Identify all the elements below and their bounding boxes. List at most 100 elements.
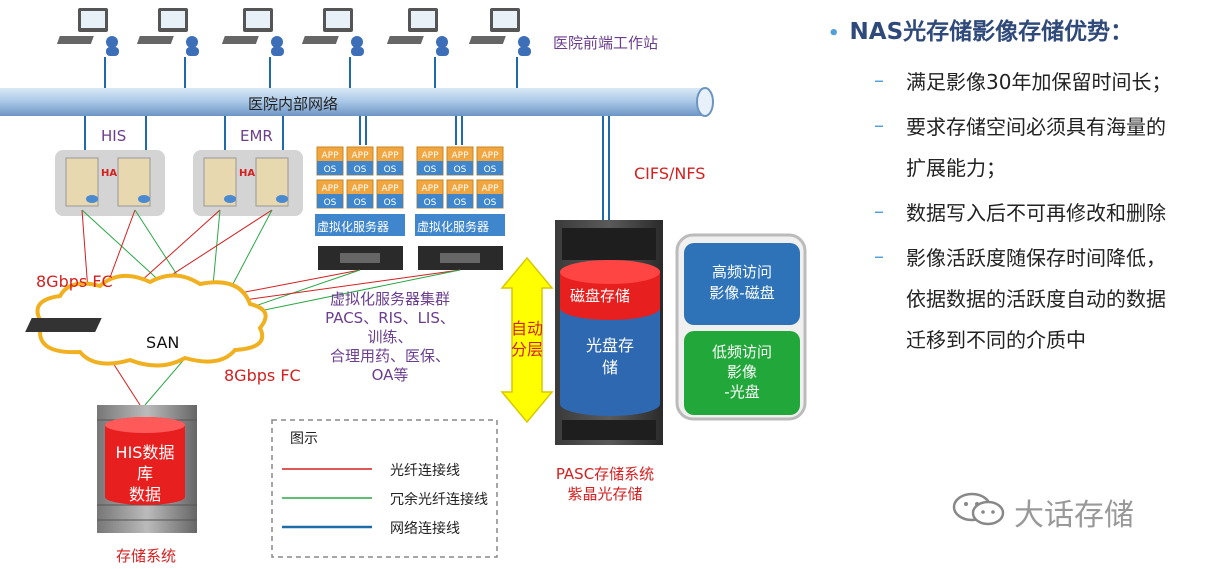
app-os-tile: APP OS	[376, 179, 404, 209]
app-os-tile: APP OS	[346, 179, 374, 209]
legend-redundant-fiber-label: 冗余光纤连接线	[390, 492, 488, 508]
optical-storage-text: 光盘存 储	[565, 335, 655, 379]
auto-tier-arrow	[500, 256, 554, 424]
virtualization-servers	[315, 214, 505, 270]
os-label: OS	[424, 165, 437, 175]
emr-label: EMR	[240, 127, 273, 145]
wechat-icon	[950, 492, 1010, 526]
app-label: APP	[481, 184, 499, 194]
his-ha-label: HA	[101, 168, 118, 179]
app-os-tile: APP OS	[476, 179, 504, 209]
low-freq-line: 低频访问	[711, 343, 772, 361]
advantage-item-4-line-3: 迁移到不同的介质中	[906, 328, 1086, 352]
virt-cluster-line: 合理用药、医保、	[329, 347, 450, 365]
optical-storage-line: 光盘存	[585, 336, 634, 355]
watermark-text: 大话存储	[1014, 498, 1134, 533]
tier-panel	[675, 233, 807, 421]
fc-label-2: 8Gbps FC	[224, 366, 301, 385]
os-label: OS	[354, 198, 367, 208]
os-label: OS	[454, 198, 467, 208]
virt-cluster-line: 训练、	[367, 328, 413, 346]
app-label: APP	[421, 151, 439, 161]
os-label: OS	[454, 165, 467, 175]
advantages-title-text: NAS光存储影像存储优势：	[849, 19, 1134, 45]
os-label: OS	[324, 165, 337, 175]
storage-system-label: 存储系统	[116, 547, 177, 565]
workstation-icon	[136, 8, 199, 56]
workstation-icon	[221, 8, 284, 56]
low-freq-line: 影像	[726, 363, 757, 381]
bullet-dot-icon: •	[828, 23, 840, 44]
app-os-tile: APP OS	[446, 179, 474, 209]
emr-server-group	[193, 150, 303, 216]
legend-fiber-label: 光纤连接线	[390, 463, 460, 479]
app-label: APP	[321, 151, 339, 161]
workstation-icon	[468, 8, 531, 56]
os-label: OS	[324, 198, 337, 208]
server-network-lines	[84, 116, 610, 222]
pasc-text: PASC存储系统 紫晶光存储	[540, 464, 670, 504]
his-db-line: 数据	[128, 485, 161, 504]
app-os-tile: APP OS	[416, 179, 444, 209]
hospital-network-pipe	[0, 87, 714, 117]
os-label: OS	[384, 198, 397, 208]
his-server-group	[55, 150, 165, 216]
legend-title: 图示	[290, 431, 318, 447]
advantage-item-1: 满足影像30年加保留时间长；	[906, 70, 1172, 94]
his-storage-rack	[97, 405, 197, 533]
san-label: SAN	[146, 333, 180, 352]
advantage-item-2-line-1: 要求存储空间必须具有海量的	[906, 115, 1166, 139]
advantages-title: • NAS光存储影像存储优势：	[828, 12, 1133, 46]
os-label: OS	[424, 198, 437, 208]
app-label: APP	[451, 151, 469, 161]
san-cloud	[25, 273, 268, 368]
workstations-label: 医院前端工作站	[553, 34, 659, 52]
os-label: OS	[484, 165, 497, 175]
fc-label-1: 8Gbps FC	[36, 272, 113, 291]
architecture-diagram: APP OS APP OS APP OS APP OS APP OS APP OS APP OS APP OS…	[0, 8, 807, 558]
cifs-nfs-label: CIFS/NFS	[634, 164, 706, 183]
his-db-line: HIS数据	[115, 443, 175, 462]
app-label: APP	[381, 184, 399, 194]
virt-cluster-line: 虚拟化服务器集群	[329, 290, 450, 308]
workstation-icon	[301, 8, 364, 56]
app-os-tiles: APP OS APP OS APP OS APP OS APP OS APP OS APP OS APP OS…	[316, 146, 504, 209]
os-label: OS	[354, 165, 367, 175]
optical-storage-line: 储	[601, 358, 618, 377]
os-label: OS	[484, 198, 497, 208]
virt-server-label-2: 虚拟化服务器	[417, 220, 490, 234]
app-os-tile: APP OS	[446, 146, 474, 176]
fiber-lines	[81, 209, 461, 406]
low-freq-line: -光盘	[724, 383, 760, 401]
auto-tier-line: 自动	[510, 319, 543, 338]
app-label: APP	[351, 184, 369, 194]
app-os-tile: APP OS	[316, 146, 344, 176]
auto-tier-text: 自动 分层	[507, 318, 547, 360]
virt-cluster-line: OA等	[371, 366, 409, 384]
app-label: APP	[451, 184, 469, 194]
dash-icon: –	[874, 113, 884, 137]
os-label: OS	[384, 165, 397, 175]
disk-storage-label: 磁盘存储	[570, 287, 631, 305]
legend-network-label: 网络连接线	[390, 521, 460, 537]
workstation-network-lines	[104, 57, 518, 88]
his-label: HIS	[101, 127, 127, 145]
app-os-tile: APP OS	[416, 146, 444, 176]
advantage-item-4-line-1: 影像活跃度随保存时间降低，	[906, 246, 1166, 270]
virt-cluster-line: PACS、RIS、LIS、	[325, 309, 455, 327]
dash-icon: –	[874, 68, 884, 92]
app-label: APP	[381, 151, 399, 161]
app-label: APP	[481, 151, 499, 161]
his-db-text: HIS数据 库 数据	[105, 442, 185, 505]
advantage-item-2-line-2: 扩展能力；	[906, 156, 1006, 180]
dash-icon: –	[874, 244, 884, 268]
advantage-item-3: 数据写入后不可再修改和删除	[906, 201, 1166, 225]
high-freq-line: 影像-磁盘	[709, 284, 775, 302]
emr-ha-label: HA	[239, 168, 256, 179]
workstation-icon	[386, 8, 449, 56]
pasc-line: PASC存储系统	[555, 465, 655, 483]
workstation-icons	[56, 8, 531, 56]
app-label: APP	[421, 184, 439, 194]
his-db-line: 库	[136, 464, 153, 483]
